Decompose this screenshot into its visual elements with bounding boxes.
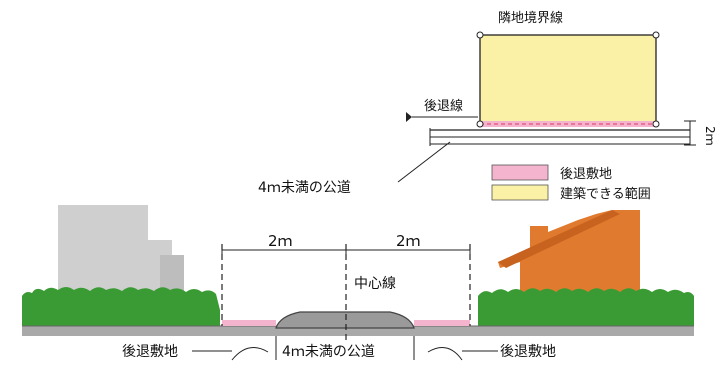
ground <box>22 326 694 336</box>
left-setback-label: 後退敷地 <box>122 344 178 360</box>
legend-swatch-buildable <box>491 184 549 201</box>
left-setback-strip <box>222 320 276 326</box>
plan-road-leader <box>397 141 451 183</box>
road-label: 4ｍ未満の公道 <box>282 344 375 360</box>
section-view: 2ｍ 2ｍ 中心線 4ｍ未満の公道 後退敷地 後退敷地 <box>22 205 694 361</box>
left-width-label: 2ｍ <box>268 232 293 250</box>
legend-label-setback: 後退敷地 <box>560 167 612 182</box>
corner-marker <box>476 120 484 128</box>
buildable-area <box>479 34 657 124</box>
setback-arrow-icon <box>406 112 412 122</box>
right-house-roof <box>498 210 620 268</box>
right-house <box>498 210 640 300</box>
left-hedge <box>22 287 220 326</box>
centerline-label: 中心線 <box>354 276 396 292</box>
corner-marker <box>476 31 484 39</box>
left-setback-arc <box>231 347 269 361</box>
corner-marker <box>652 31 660 39</box>
right-width-label: 2ｍ <box>396 232 421 250</box>
plan-road-label: 4ｍ未満の公道 <box>258 180 351 196</box>
road-surface <box>275 311 415 329</box>
legend-label-buildable: 建築できる範囲 <box>560 187 651 202</box>
setback-line-label: 後退線 <box>424 98 463 114</box>
boundary-label: 隣地境界線 <box>498 10 563 26</box>
plan-width-label: 2ｍ <box>703 126 717 146</box>
right-setback-label: 後退敷地 <box>500 344 556 360</box>
plan-view: 隣地境界線 後退線 2ｍ 4ｍ未満の公道 <box>258 10 717 196</box>
right-hedge <box>478 288 694 326</box>
right-setback-strip <box>414 320 470 326</box>
left-house <box>58 205 184 300</box>
right-setback-arc <box>427 347 463 361</box>
centerline-label-bg <box>350 272 410 292</box>
legend-swatch-setback <box>491 164 549 181</box>
legend: 後退敷地 建築できる範囲 <box>491 164 651 202</box>
corner-marker <box>652 120 660 128</box>
